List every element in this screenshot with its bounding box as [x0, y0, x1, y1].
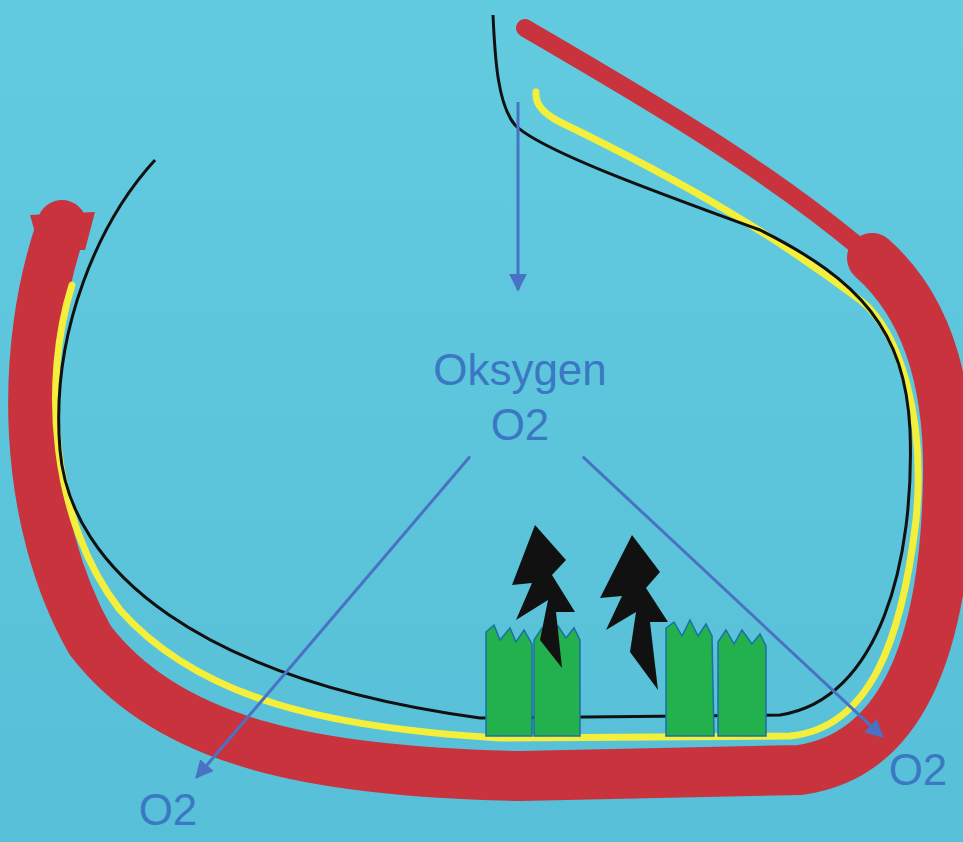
oxygen-label: O2 — [883, 743, 954, 798]
oxygen-label: O2 — [133, 783, 204, 838]
text-node: O2 — [133, 783, 204, 838]
lightning-symbol — [512, 525, 668, 690]
blood-vessel — [30, 212, 95, 250]
text-node: O2 — [883, 743, 954, 798]
text-node: OksygenO2 — [427, 343, 613, 452]
oxygen-label: O2 — [427, 398, 613, 453]
blood-vessel — [33, 225, 948, 776]
blood-vessel — [525, 28, 872, 258]
diffusion-arrow — [196, 457, 470, 778]
diffusion-arrow — [583, 457, 883, 737]
oxygen-label: Oksygen — [427, 343, 613, 398]
alveolus-wall — [59, 15, 911, 718]
membrane-lining — [55, 92, 918, 738]
inflow-arrow — [517, 102, 520, 290]
cells — [486, 620, 766, 736]
